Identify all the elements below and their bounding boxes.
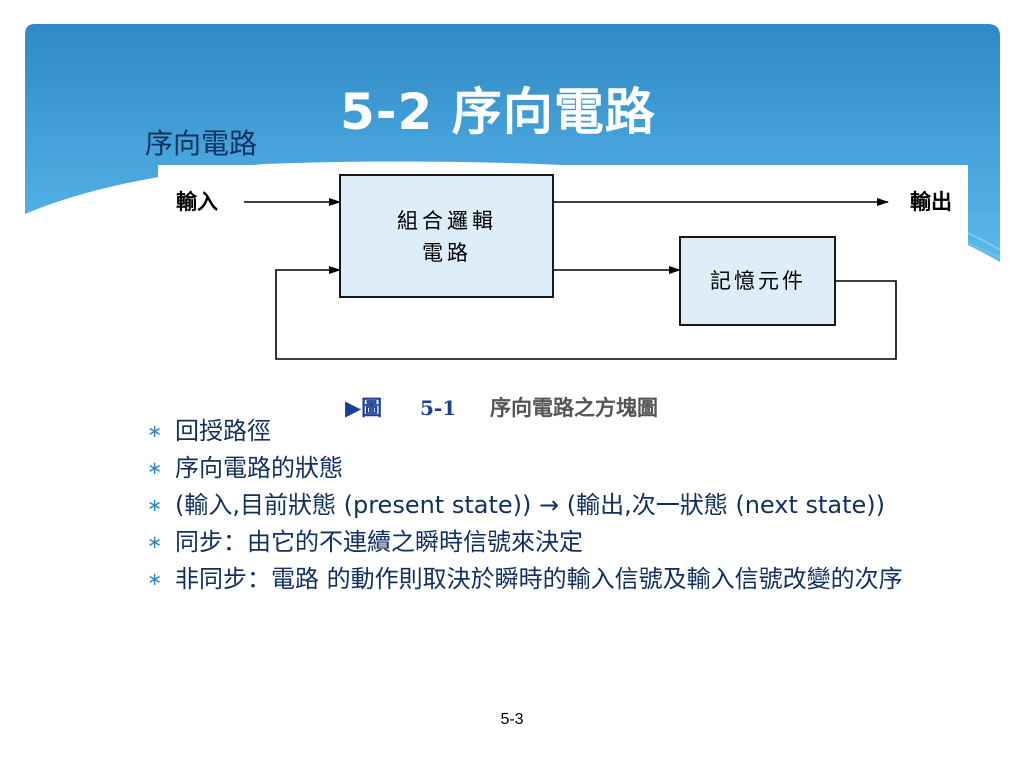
figure-caption-marker: ▶圖 xyxy=(345,395,382,420)
combinational-block-label-line1: 組合邏輯 xyxy=(397,209,497,233)
bullet-asterisk-icon: ∗ xyxy=(147,532,163,553)
bullet-item: ∗ (輸入,目前狀態 (present state)) → (輸出,次一狀態 (… xyxy=(145,490,975,520)
bullet-item: ∗ 同步：由它的不連續之瞬時信號來決定 xyxy=(145,527,975,557)
slide-title: 5-2 序向電路 xyxy=(340,83,656,141)
bullet-asterisk-icon: ∗ xyxy=(147,569,163,590)
input-label: 輸入 xyxy=(176,189,218,214)
bullet-list: ∗ 回授路徑 ∗ 序向電路的狀態 ∗ (輸入,目前狀態 (present sta… xyxy=(145,416,975,601)
memory-block-label: 記憶元件 xyxy=(710,269,806,293)
bullet-item: ∗ 非同步：電路 的動作則取決於瞬時的輸入信號及輸入信號改變的次序 xyxy=(145,564,975,594)
bullet-item: ∗ 序向電路的狀態 xyxy=(145,453,975,483)
bullet-text: 序向電路的狀態 xyxy=(175,454,343,482)
figure-caption-number: 5-1 xyxy=(420,396,456,420)
bullet-asterisk-icon: ∗ xyxy=(147,495,163,516)
bullet-asterisk-icon: ∗ xyxy=(147,458,163,479)
bullet-item: ∗ 回授路徑 xyxy=(145,416,975,446)
bullet-text: 同步：由它的不連續之瞬時信號來決定 xyxy=(175,528,583,556)
combinational-block-label-line2: 電路 xyxy=(422,241,472,265)
bullet-text: 非同步：電路 的動作則取決於瞬時的輸入信號及輸入信號改變的次序 xyxy=(175,565,903,593)
figure-caption-text: 序向電路之方塊圖 xyxy=(490,395,658,420)
bullet-text: 回授路徑 xyxy=(175,417,271,445)
sequential-circuit-block-diagram: 輸入 組合邏輯 電路 輸出 記憶元件 ▶圖 5-1 序向電路之方塊圖 xyxy=(158,165,968,440)
feedback-path xyxy=(275,266,897,360)
bullet-asterisk-icon: ∗ xyxy=(147,421,163,442)
bullet-text: (輸入,目前狀態 (present state)) → (輸出,次一狀態 (ne… xyxy=(175,491,886,519)
combinational-logic-block xyxy=(339,174,554,298)
output-label: 輸出 xyxy=(910,189,952,214)
slide-subtitle: 序向電路 xyxy=(145,127,258,160)
page-number: 5-3 xyxy=(500,711,524,728)
